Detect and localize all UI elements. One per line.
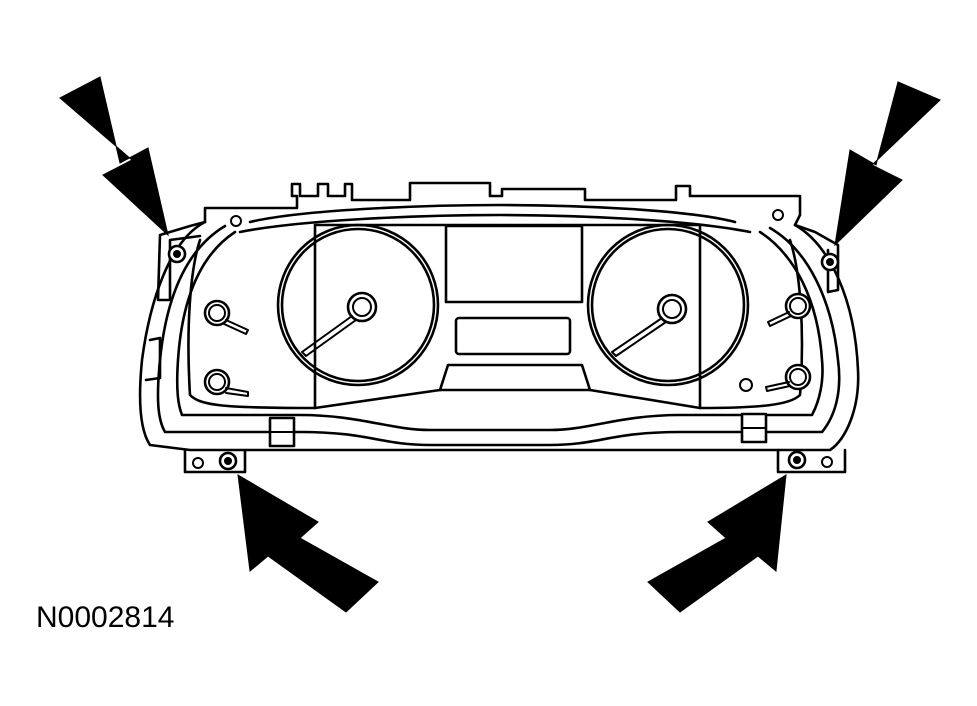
arrow-bottom-left-icon <box>237 474 379 613</box>
screw-top-right-icon <box>820 252 840 272</box>
left-large-gauge <box>276 223 440 387</box>
left-upper-small-gauge <box>203 299 249 335</box>
screw-bottom-left-icon <box>218 451 238 471</box>
hole-bottom-right <box>821 456 833 468</box>
screw-bottom-right-icon <box>787 450 807 470</box>
right-large-gauge <box>586 223 750 387</box>
screw-top-left-icon <box>167 244 187 264</box>
indicator-dot <box>739 378 753 392</box>
upper-display <box>444 224 584 304</box>
right-upper-small-gauge <box>767 292 812 327</box>
arrow-top-left-icon <box>59 76 169 237</box>
left-lower-small-gauge <box>203 368 249 397</box>
hole-top-right <box>772 209 784 221</box>
center-displays <box>444 224 584 356</box>
arrow-bottom-right-icon <box>647 474 787 613</box>
cluster-housing <box>138 181 860 474</box>
figure-id-label: N0002814 <box>36 601 175 634</box>
hole-top-left <box>230 215 242 227</box>
lower-display <box>454 316 572 356</box>
right-lower-small-gauge <box>765 363 812 392</box>
arrow-top-right-icon <box>834 81 941 247</box>
hole-bottom-left <box>192 457 204 469</box>
